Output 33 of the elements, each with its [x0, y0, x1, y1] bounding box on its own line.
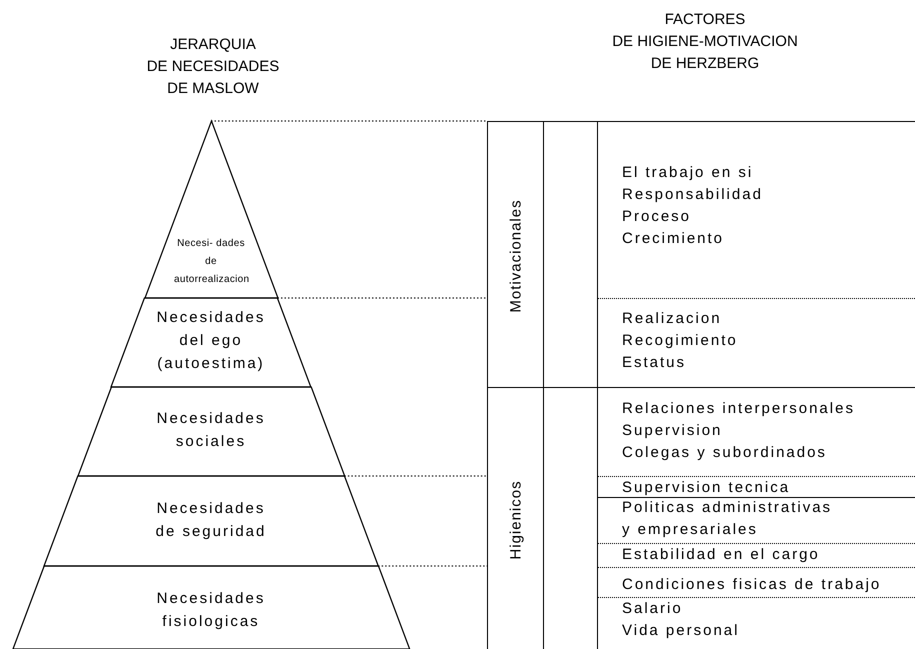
factor-text: Supervision tecnica [622, 478, 790, 498]
level-text: Necesi- dades de autorrealizacion [174, 237, 248, 287]
factor-text: Politicas administrativas y empresariales [622, 498, 834, 540]
heading-text: DE HERZBERG [650, 55, 760, 73]
factor-text: El trabajo en si [622, 163, 754, 183]
factor-text: Estabilidad en el cargo [622, 545, 820, 565]
level-text: Necesidades fisiologicas [156, 589, 266, 632]
heading-text: DE MASLOW [167, 80, 259, 98]
heading-text: FACTORES [664, 11, 746, 29]
level-text: Necesidades del ego (autoestima) [156, 308, 266, 374]
factor-text: Responsabilidad [622, 185, 763, 205]
factor-text: Crecimiento [622, 229, 724, 249]
level-text: Necesidades sociales [156, 409, 266, 452]
factor-text: Colegas y subordinados [622, 443, 827, 463]
heading-text: DE HIGIENE-MOTIVACION [612, 33, 798, 51]
factor-text: Condiciones fisicas de trabajo [622, 575, 882, 595]
category-label: Higienicos [508, 480, 524, 560]
heading-text: DE NECESIDADES [146, 58, 280, 76]
factor-text: Supervision [622, 421, 722, 441]
category-cell [487, 121, 598, 389]
factor-cell [597, 476, 915, 497]
category-cell [487, 387, 598, 649]
factor-text: Realizacion [622, 309, 722, 329]
factor-text: Vida personal [622, 621, 740, 641]
factor-text: Estatus [622, 353, 686, 373]
guide-line [210, 120, 488, 122]
factor-text: Relaciones interpersonales [622, 399, 855, 419]
level-text: Necesidades de seguridad [154, 499, 268, 542]
factor-text: Salario [622, 599, 683, 619]
factor-text: Proceso [622, 207, 692, 227]
factor-text: Recogimiento [622, 331, 738, 351]
category-label: Motivacionales [508, 198, 524, 312]
heading-text: JERARQUIA [170, 36, 256, 54]
